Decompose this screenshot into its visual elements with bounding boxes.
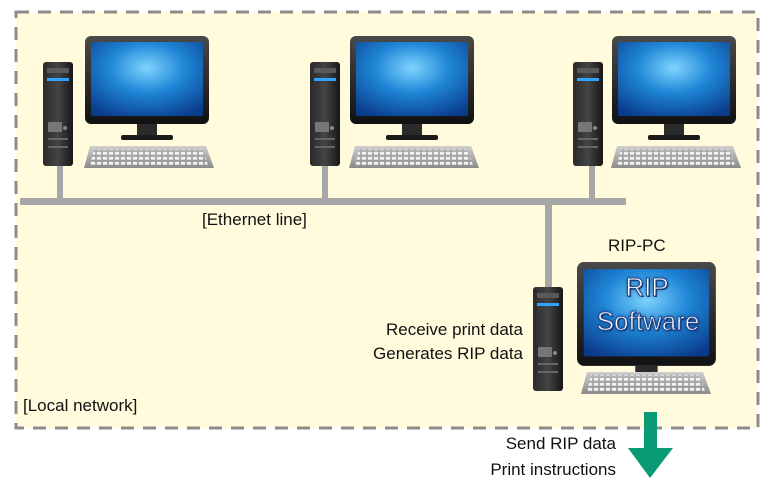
local-network-label: [Local network] [23,396,138,415]
ethernet-drop-rip [545,202,552,290]
ethernet-line [20,198,626,205]
rip-screen-line1: RIP [625,272,669,302]
print-label: Print instructions [490,460,616,479]
send-arrow [628,412,673,478]
ethernet-drop [57,162,63,200]
ethernet-label: [Ethernet line] [202,210,307,229]
send-label: Send RIP data [505,434,616,453]
rip-pc-label: RIP-PC [608,236,666,255]
receive-label: Receive print data [385,320,523,339]
rip-screen-line2: Software [596,306,700,336]
ethernet-drop [589,162,595,200]
generates-label: Generates RIP data [373,344,523,363]
ethernet-drop [322,162,328,200]
